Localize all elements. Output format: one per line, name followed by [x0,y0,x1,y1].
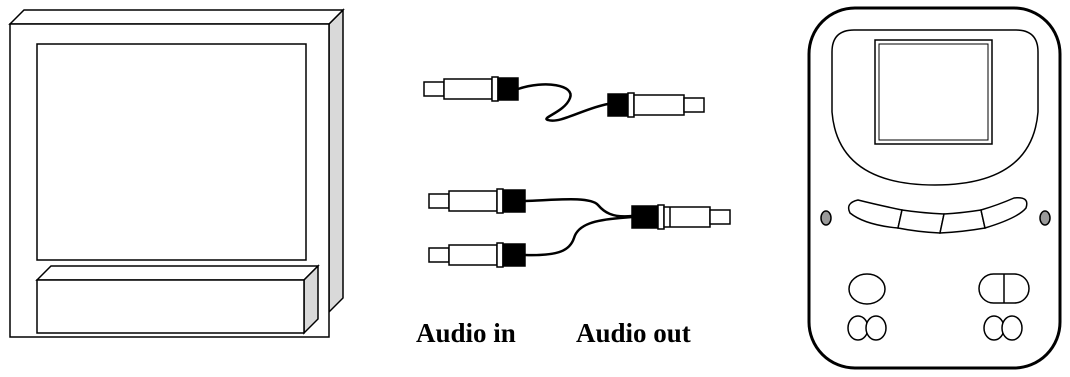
audio-cable [423,76,705,122]
splitter-plug-bottom-tip [428,247,450,263]
splitter-plug-bottom-body [448,244,498,266]
device-left-oval-button [848,273,886,305]
plug-boot-right [607,93,629,117]
monitor-stand-front [36,279,305,334]
plug-tip-right [683,97,705,113]
splitter-plug-right-body [663,206,711,228]
audio-out-label: Audio out [576,318,691,348]
plug-body-right [633,94,685,116]
plug-body-left [443,78,493,100]
splitter-plug-top-collar [496,188,504,214]
device-button-2 [897,209,945,234]
monitor [8,8,345,338]
device-button-3 [939,209,986,234]
splitter-plug-top-boot [502,189,526,213]
monitor-top-face [8,9,345,25]
cable-wire [517,83,609,122]
plug-tip-left [423,81,445,97]
audio-splitter-cable [428,188,731,268]
device-left-pair-button-a [847,315,869,341]
audio-in-label: Audio in [416,318,516,348]
plug-collar-right [627,92,635,118]
monitor-screen [36,43,307,261]
device-right-pair-button-a [983,315,1005,341]
splitter-plug-bottom-collar [496,242,504,268]
splitter-wire-top [524,198,633,218]
device-screen-inner [878,43,989,141]
device-button-1 [847,199,903,229]
plug-boot-left [497,77,519,101]
splitter-plug-right-tip [709,209,731,225]
device-right-indicator [1039,210,1051,226]
device-left-pair-button-b [865,315,887,341]
monitor-side-face [328,8,344,314]
splitter-plug-right-collar [657,204,665,230]
device-left-indicator [820,210,832,226]
splitter-plug-top-body [448,190,498,212]
splitter-plug-top-tip [428,193,450,209]
device-right-pair-button-b [1001,315,1023,341]
splitter-wire-bottom [524,215,633,257]
splitter-plug-bottom-boot [502,243,526,267]
splitter-plug-right-boot [631,205,659,229]
plug-collar-left [491,76,499,102]
handheld-device [807,6,1062,370]
monitor-stand-top [35,265,320,281]
device-button-4 [980,196,1028,229]
